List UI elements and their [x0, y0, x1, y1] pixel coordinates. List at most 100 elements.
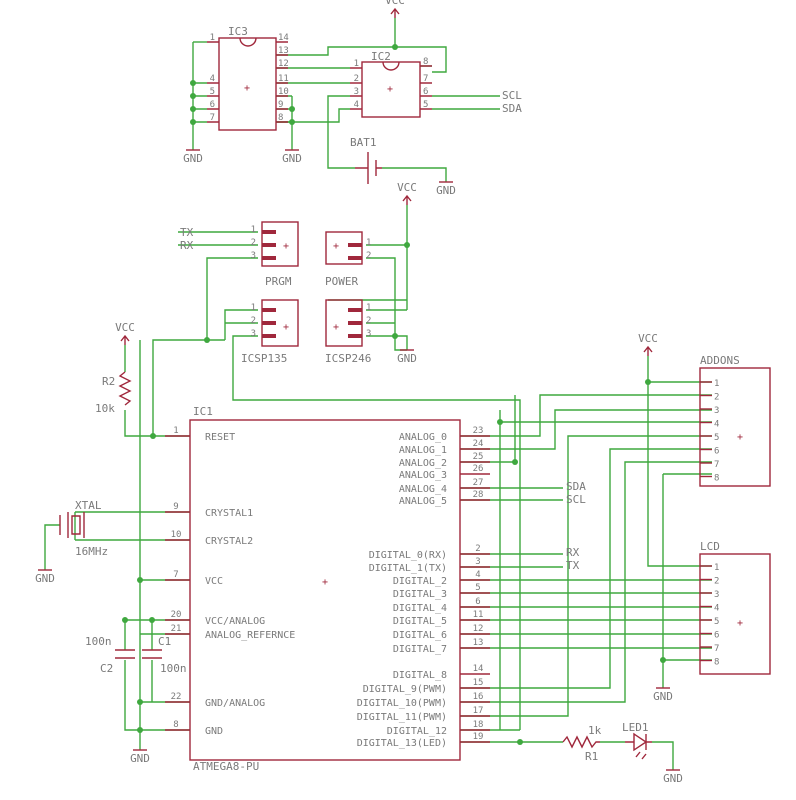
- ic1-pin-label: DIGITAL_12: [387, 726, 447, 737]
- header-pin-num: 1: [714, 379, 719, 389]
- addons-label: ADDONS: [700, 354, 740, 367]
- ic1-pin-label: DIGITAL_11(PWM): [357, 712, 447, 723]
- ic1-pin-label: DIGITAL_1(TX): [369, 563, 447, 574]
- header-pin-num: 7: [714, 644, 719, 654]
- ic1-pin-num: 9: [173, 502, 178, 512]
- ic1-pin-label: CRYSTAL1: [205, 508, 253, 519]
- gnd-label: GND: [35, 572, 55, 585]
- ic1-pin-num: 8: [173, 720, 178, 730]
- header-pin-num: 6: [714, 447, 719, 457]
- lcd-label: LCD: [700, 540, 720, 553]
- ic1-pin-num: 24: [473, 439, 484, 449]
- header-pin-num: 3: [714, 590, 719, 600]
- ic2-pin-num: 7: [423, 74, 428, 84]
- ic3-pin-num: 9: [278, 100, 283, 110]
- vcc-arrow-icon: [390, 7, 400, 18]
- svg-text:SDA: SDA: [566, 480, 586, 493]
- r1-value: 1k: [588, 724, 602, 737]
- capacitors: 100n C2 C1 100n: [85, 635, 187, 675]
- icsp246-pin-num: 1: [366, 303, 371, 313]
- ic1-pin-label: VCC: [205, 576, 223, 587]
- r2-label: R2: [102, 375, 115, 388]
- ic1-pin-label: DIGITAL_2: [393, 576, 447, 587]
- battery: BAT1: [350, 136, 382, 184]
- header-pin-num: 4: [714, 420, 719, 430]
- xtal-label: XTAL: [75, 499, 102, 512]
- vcc-arrow-icon: [120, 334, 130, 345]
- ic1-pin-num: 17: [473, 706, 484, 716]
- xtal-value: 16MHz: [75, 545, 108, 558]
- ic3-pin-num: 13: [278, 46, 289, 56]
- ic2-pin-num: 4: [354, 100, 359, 110]
- ic1-pin-num: 23: [473, 426, 484, 436]
- ic1-pin-num: 26: [473, 464, 484, 474]
- ic1-pin-num: 19: [473, 732, 484, 742]
- header-pin-num: 2: [714, 393, 719, 403]
- svg-text:RX: RX: [180, 239, 194, 252]
- ic1-pin-num: 18: [473, 720, 484, 730]
- ic1-pin-num: 11: [473, 610, 484, 620]
- ic3-pin-num: 5: [210, 87, 215, 97]
- ic1-pin-label: ANALOG_1: [399, 445, 447, 456]
- prgm-connector: + PRGM: [261, 221, 299, 288]
- vcc-label: VCC: [385, 0, 405, 7]
- ic1-pin-num: 10: [171, 530, 182, 540]
- ic1-pin-label: DIGITAL_5: [393, 616, 447, 627]
- ic1-pin-num: 15: [473, 678, 484, 688]
- ic3-pin-num: 6: [210, 100, 215, 110]
- led1: LED1: [622, 721, 652, 760]
- ic2-pin-num: 6: [423, 87, 428, 97]
- ic1-pin-num: 14: [473, 664, 484, 674]
- ic1-pin-label: DIGITAL_3: [393, 589, 447, 600]
- ic1-pin-label: ANALOG_0: [399, 432, 447, 443]
- prgm-pin-num: 1: [251, 225, 256, 235]
- c1-value: 100n: [160, 662, 187, 675]
- ic1-pin-label: ANALOG_2: [399, 458, 447, 469]
- vcc-label: VCC: [638, 332, 658, 345]
- r2-value: 10k: [95, 402, 115, 415]
- led1-label: LED1: [622, 721, 649, 734]
- icsp246-connector: + ICSP246: [325, 299, 371, 365]
- vcc-arrow-icon: [643, 345, 653, 356]
- ic3-pin-num: 12: [278, 59, 289, 69]
- ic1-pin-num: 1: [173, 426, 178, 436]
- ic1-pin-num: 4: [475, 570, 480, 580]
- ic1-pin-num: 13: [473, 638, 484, 648]
- ic1-pin-label: VCC/ANALOG: [205, 616, 265, 627]
- gnd-label: GND: [130, 752, 150, 765]
- ic1-pin-label: CRYSTAL2: [205, 536, 253, 547]
- svg-text:+: +: [387, 84, 393, 95]
- ic1-pin-num: 6: [475, 597, 480, 607]
- icsp246-pin-num: 3: [366, 329, 371, 339]
- ic1-pin-label: RESET: [205, 432, 235, 443]
- icsp135-pin-num: 1: [251, 303, 256, 313]
- header-pin-num: 5: [714, 617, 719, 627]
- ic2-label: IC2: [371, 50, 391, 63]
- svg-text:+: +: [283, 241, 289, 252]
- ic1-pin-label: DIGITAL_13(LED): [357, 738, 447, 749]
- icsp135-connector: + ICSP135: [241, 299, 299, 365]
- ic1-pin-num: 22: [171, 692, 182, 702]
- r1-label: R1: [585, 750, 598, 763]
- header-pin-num: 6: [714, 631, 719, 641]
- c2-value: 100n: [85, 635, 112, 648]
- prgm-pin-num: 3: [251, 251, 256, 261]
- gnd-label: GND: [183, 152, 203, 165]
- gnd-label: GND: [282, 152, 302, 165]
- gnd-label: GND: [653, 690, 673, 703]
- vcc-label: VCC: [397, 181, 417, 194]
- prgm-label: PRGM: [265, 275, 292, 288]
- svg-text:SDA: SDA: [502, 102, 522, 115]
- c2-label: C2: [100, 662, 113, 675]
- ic1-pin-num: 2: [475, 544, 480, 554]
- ic1-pin-num: 20: [171, 610, 182, 620]
- ic1-pin-label: GND/ANALOG: [205, 698, 265, 709]
- icsp135-label: ICSP135: [241, 352, 287, 365]
- gnd-label: GND: [436, 184, 456, 197]
- svg-text:+: +: [737, 432, 743, 443]
- bat1-label: BAT1: [350, 136, 377, 149]
